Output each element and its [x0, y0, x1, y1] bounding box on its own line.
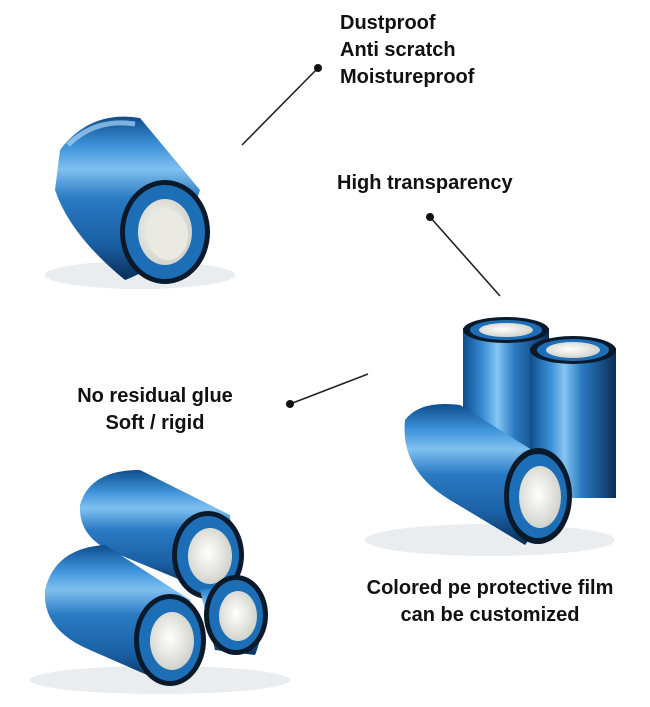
pointer-line: [241, 67, 319, 146]
pointer-dot: [314, 64, 322, 72]
feature-list-left: No residual glue Soft / rigid: [60, 383, 250, 437]
film-roll-group-pyramid: [44, 470, 268, 686]
feature-colored-pe-film: Colored pe protective film: [366, 577, 614, 599]
feature-customized: Colored pe protective film can be custom…: [345, 575, 635, 629]
shadow: [365, 524, 615, 556]
feature-can-be-customized: can be customized: [400, 604, 580, 626]
feature-dustproof: Dustproof: [340, 12, 436, 34]
pointer-line: [429, 216, 501, 297]
pointer-dot: [426, 213, 434, 221]
film-roll-group-right: [404, 317, 616, 545]
feature-soft-rigid: Soft / rigid: [105, 412, 205, 434]
pointer-dot: [286, 400, 294, 408]
pointer-line: [289, 373, 369, 405]
feature-no-residual-glue: No residual glue: [77, 385, 233, 407]
feature-high-transparency: High transparency: [337, 172, 513, 194]
feature-list-top: Dustproof Anti scratch Moistureproof: [340, 10, 474, 91]
feature-anti-scratch: Anti scratch: [340, 39, 456, 61]
film-roll-single: [55, 116, 210, 284]
feature-moistureproof: Moistureproof: [340, 66, 475, 88]
